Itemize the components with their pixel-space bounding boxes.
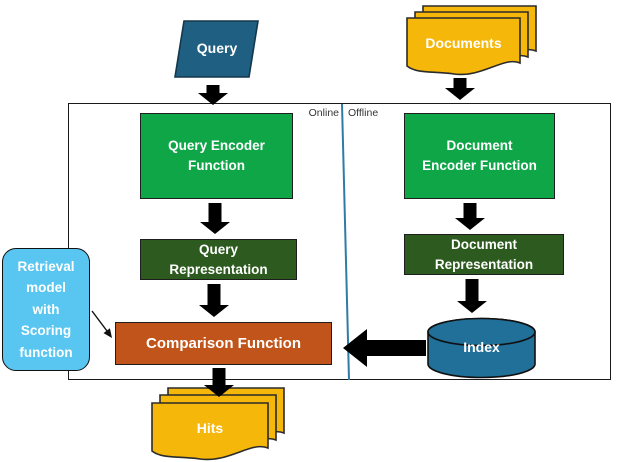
documents-icon <box>406 5 537 76</box>
arrow-query-to-pipeline <box>198 85 228 105</box>
pipeline-boundary-rect <box>68 103 611 380</box>
note-connector-arrow <box>91 310 112 338</box>
query-parallelogram <box>174 20 259 78</box>
arrow-document-representation-to-index <box>457 279 487 313</box>
document-sheet-front <box>406 17 521 76</box>
hits-sheet-front <box>151 402 269 461</box>
hits-icon <box>151 387 285 461</box>
online-region-label: Online <box>308 107 339 119</box>
online-offline-divider <box>341 103 350 381</box>
document-representation-box: Document Representation <box>404 234 564 275</box>
arrow-document-encoder-to-representation <box>455 203 485 230</box>
index-cylinder <box>427 317 536 379</box>
query-encoder-function-box: Query Encoder Function <box>140 113 293 199</box>
query-representation-box: Query Representation <box>140 239 297 280</box>
arrow-query-encoder-to-representation <box>200 203 230 234</box>
arrow-documents-to-pipeline <box>445 78 475 100</box>
retrieval-model-note: Retrieval model with Scoring function <box>2 248 90 371</box>
index-cylinder-top <box>427 317 536 347</box>
offline-region-label: Offline <box>348 107 379 119</box>
arrow-index-to-comparison <box>343 329 426 367</box>
comparison-function-box: Comparison Function <box>115 322 332 365</box>
arrow-query-representation-to-comparison <box>199 284 229 317</box>
document-encoder-function-box: Document Encoder Function <box>404 113 555 199</box>
arrow-comparison-to-hits <box>204 368 234 397</box>
